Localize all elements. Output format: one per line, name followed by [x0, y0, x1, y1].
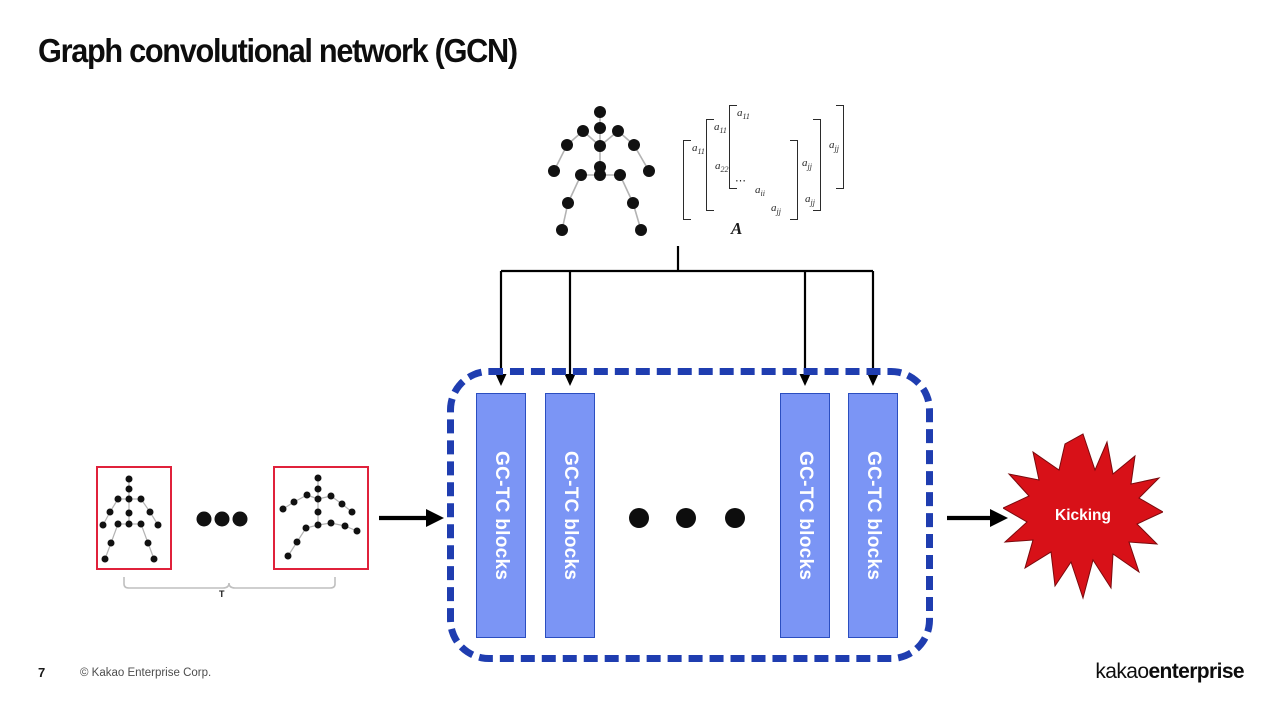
matrix-bracket-left [683, 140, 691, 220]
sequence-length-label: T [219, 589, 225, 599]
matrix-bracket-right [813, 119, 821, 211]
adjacency-matrix-back: a11 [729, 105, 844, 189]
matrix-diagonal-dots: ⋯ [735, 175, 747, 187]
matrix-cell: ajj [829, 139, 839, 154]
matrix-cell-a22: a22 [715, 160, 729, 175]
matrix-cell: a11 [737, 107, 750, 122]
gc-tc-block-label: GC-TC blocks [795, 450, 816, 581]
output-arrow [947, 509, 1008, 527]
matrix-bracket-left [729, 105, 737, 189]
gc-tc-block-label: GC-TC blocks [863, 450, 884, 581]
matrix-cell-a11: a11 [692, 142, 705, 157]
matrix-bracket-right [836, 105, 844, 189]
adjacency-matrix-middle: a11 ajj [706, 119, 821, 211]
matrix-cell: ajj [802, 157, 812, 172]
gc-tc-block-label: GC-TC blocks [560, 450, 581, 581]
backbone-ellipsis-dot [629, 508, 649, 528]
last-pose-frame[interactable] [273, 466, 369, 570]
starburst-shape [1003, 433, 1163, 600]
matrix-stack-extra-entries: ajj ajj [793, 139, 853, 187]
backbone-ellipsis-dot [676, 508, 696, 528]
gc-tc-block-2[interactable]: GC-TC blocks [545, 393, 595, 638]
matrix-label-A: A [731, 219, 743, 238]
input-arrow [379, 509, 444, 527]
matrix-distribution-bus [499, 246, 875, 374]
logo-text-enterprise: enterprise [1148, 660, 1244, 683]
output-starburst[interactable] [1003, 432, 1163, 600]
gc-tc-block-4[interactable]: GC-TC blocks [848, 393, 898, 638]
gc-tc-block-3[interactable]: GC-TC blocks [780, 393, 830, 638]
adjacency-matrix-stack: a11 a11 ajj a11 a22 ⋯ aii ajj ajj ajj [683, 105, 858, 245]
matrix-bracket-right [790, 140, 798, 220]
matrix-bracket-left [706, 119, 714, 211]
matrix-cell-ajj: ajj [771, 202, 781, 217]
skeleton-joints [548, 106, 655, 236]
backbone-ellipsis-dot [725, 508, 745, 528]
gc-tc-block-1[interactable]: GC-TC blocks [476, 393, 526, 638]
adjacency-matrix-front: a11 a22 ⋯ aii ajj [683, 140, 798, 220]
gc-tc-backbone [447, 368, 933, 662]
logo-text-kakao: kakao [1095, 660, 1149, 683]
page-number: 7 [38, 665, 46, 680]
gc-tc-block-label: GC-TC blocks [491, 450, 512, 581]
matrix-cell: ajj [805, 192, 815, 207]
sequence-length-brace [123, 577, 336, 589]
skeleton-bones [553, 112, 650, 231]
matrix-cell-aii: aii [755, 184, 765, 199]
page-title: Graph convolutional network (GCN) [38, 32, 518, 69]
matrix-cell: a11 [714, 121, 727, 136]
kakao-enterprise-logo: kakaoenterprise [1095, 660, 1244, 684]
copyright-notice: © Kakao Enterprise Corp. [80, 667, 212, 679]
sequence-ellipsis [196, 511, 248, 527]
first-pose-frame[interactable] [96, 466, 172, 570]
